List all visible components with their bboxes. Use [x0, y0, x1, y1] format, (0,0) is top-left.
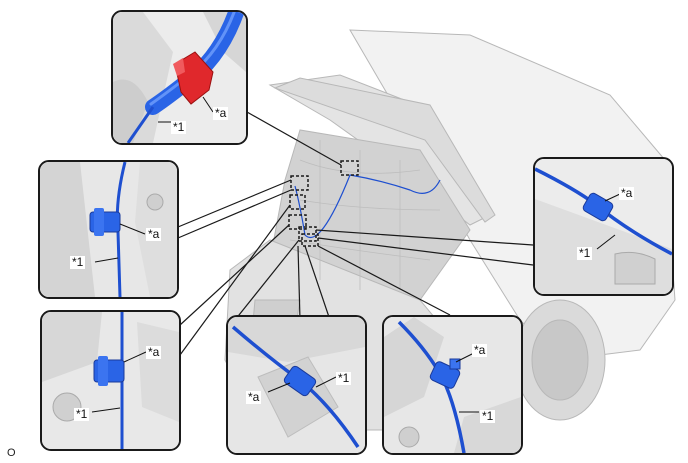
callout-panel-left-middle: *a *1: [38, 160, 179, 299]
detail-illustration-left-bottom: [42, 312, 179, 449]
callout-panel-bottom-center: *a *1: [226, 315, 367, 455]
label-clamp: *a: [213, 106, 229, 120]
label-clamp: *a: [619, 186, 635, 200]
callout-panel-right: *a *1: [533, 157, 674, 296]
callout-marker-e: [298, 226, 317, 242]
label-hose: *1: [336, 371, 352, 385]
hose-clamp-icon: [283, 365, 317, 397]
callout-marker-d: [288, 214, 307, 230]
callout-panel-bottom-right: *a *1: [382, 315, 523, 455]
callout-markers: [288, 160, 359, 247]
washer-hose-thin: [126, 106, 155, 143]
detail-illustration-right: [535, 159, 672, 294]
callout-marker-c: [289, 194, 306, 210]
callout-panel-top: *a *1: [111, 10, 248, 145]
washer-hose-route: [294, 174, 441, 238]
figure-code: O: [7, 447, 16, 459]
callout-panel-left-bottom: *a *1: [40, 310, 181, 451]
callout-marker-f: [301, 233, 319, 247]
callout-marker-b: [290, 175, 309, 191]
callout-marker-a: [340, 160, 359, 176]
hose-clamp-icon: [174, 51, 214, 105]
label-hose: *1: [70, 255, 86, 269]
hose-clamp-icon: [582, 192, 614, 222]
detail-illustration-bottom-center: [228, 317, 365, 453]
detail-illustration-top: [113, 12, 246, 143]
label-hose: *1: [577, 246, 593, 260]
label-clamp: *a: [146, 227, 162, 241]
label-clamp: *a: [472, 343, 488, 357]
label-hose: *1: [74, 407, 90, 421]
leader-lines: [177, 111, 534, 356]
label-clamp: *a: [146, 345, 162, 359]
label-hose: *1: [171, 120, 187, 134]
detail-illustration-bottom-right: [384, 317, 521, 453]
label-clamp: *a: [246, 390, 262, 404]
label-hose: *1: [480, 409, 496, 423]
